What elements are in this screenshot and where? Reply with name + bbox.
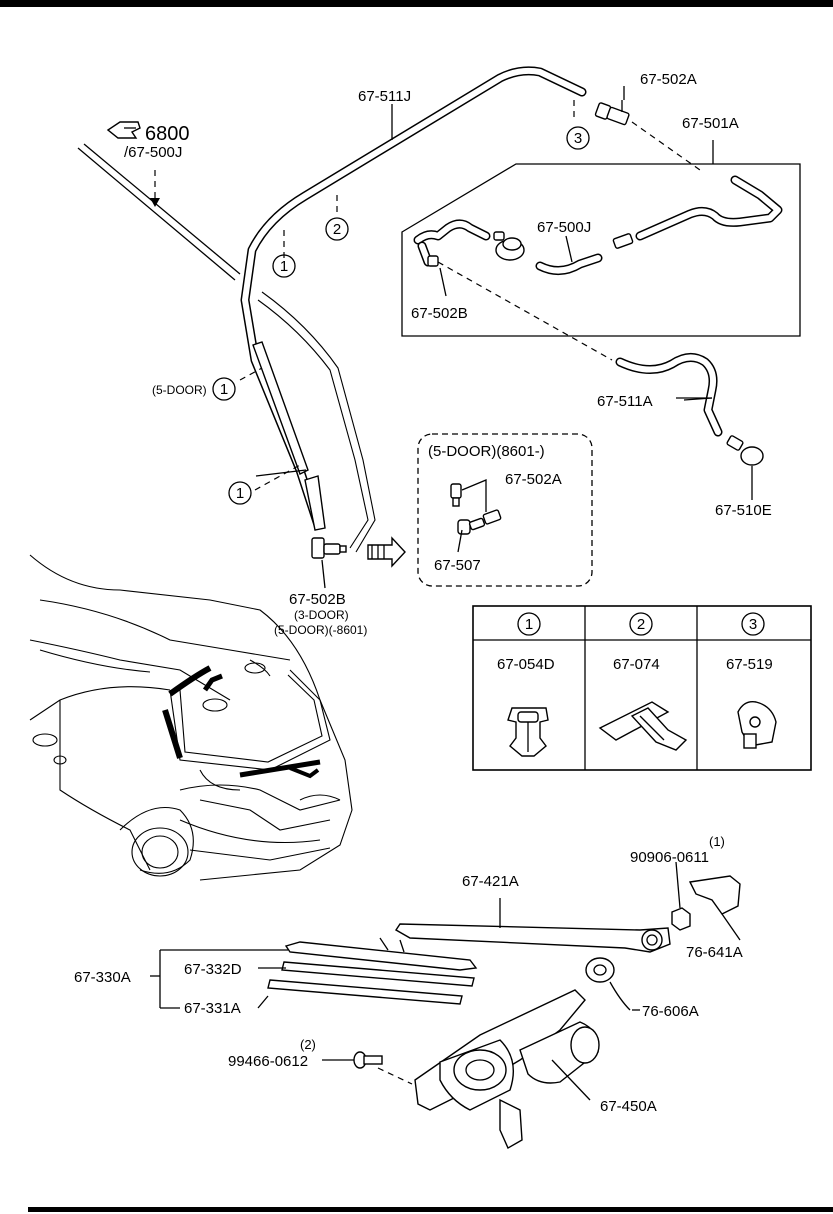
pointing-hand-icon <box>106 121 141 139</box>
washer-hose-glass <box>257 299 369 549</box>
clip-col-3-part: 67-519 <box>726 656 773 673</box>
wiper-cap <box>688 875 741 941</box>
pivot-seal <box>585 957 631 1011</box>
label-67-421A: 67-421A <box>462 873 519 890</box>
bottom-border <box>28 1207 833 1212</box>
label-76-606A: 76-606A <box>642 1003 699 1020</box>
arrow-to-inset <box>367 536 406 568</box>
wiper-arm <box>395 898 671 953</box>
washer-nozzle <box>726 435 764 500</box>
label-67-331A: 67-331A <box>184 1000 241 1017</box>
washer-hose-main <box>240 66 587 530</box>
inset-joint-label: 67-502A <box>505 471 562 488</box>
hose-assy-box <box>401 140 801 337</box>
wiper-nut <box>671 861 691 931</box>
clip-col-2-num: 2 <box>637 616 645 633</box>
inset-elbow-label: 67-507 <box>434 557 481 574</box>
label-67-510E: 67-510E <box>715 502 772 519</box>
label-90906-0611: 90906-0611 <box>630 849 709 866</box>
label-99466-0612: 99466-0612 <box>228 1053 308 1070</box>
label-67-511J: 67-511J <box>358 88 411 105</box>
wiper-motor <box>377 989 600 1149</box>
mounting-bolt <box>322 1051 383 1069</box>
label-3-door: (3-DOOR) <box>294 608 349 622</box>
top-border <box>0 0 833 7</box>
label-67-511A: 67-511A <box>597 393 653 410</box>
clip-col-2-part: 67-074 <box>613 656 660 673</box>
label-67-450A: 67-450A <box>600 1098 657 1115</box>
clip-col-3-num: 3 <box>749 616 757 633</box>
car-rear-view <box>29 554 353 881</box>
label-67-500J: 67-500J <box>537 219 591 236</box>
clip-table: 1 2 3 67-054D 67-074 67-519 <box>472 605 812 771</box>
ref-section: 6800 <box>145 123 190 145</box>
label-67-502A-top: 67-502A <box>640 71 697 88</box>
joint-67-502B-lower <box>311 537 347 559</box>
marker-1-top: 1 <box>280 258 288 275</box>
label-nut-qty: (1) <box>709 834 725 849</box>
clip-67-054D-icon <box>507 707 549 757</box>
wiper-blade <box>267 937 478 1005</box>
clip-67-074-icon <box>598 701 688 751</box>
label-67-502B-lower: 67-502B <box>289 591 346 608</box>
ref-part: /67-500J <box>124 144 182 161</box>
marker-3: 3 <box>574 130 582 147</box>
clip-col-1-part: 67-054D <box>497 656 555 673</box>
label-76-641A: 76-641A <box>686 944 743 961</box>
label-67-502B-box: 67-502B <box>411 305 468 322</box>
label-5-door: (5-DOOR) <box>152 383 207 397</box>
label-67-330A: 67-330A <box>74 969 131 986</box>
label-67-501A: 67-501A <box>682 115 739 132</box>
inset-5-door: (5-DOOR)(8601-) 67-502A 67-507 <box>417 433 593 587</box>
clip-col-1-num: 1 <box>525 616 533 633</box>
marker-1-mid: 1 <box>220 381 228 398</box>
inset-title: (5-DOOR)(8601-) <box>428 443 545 460</box>
label-5-door-range: (5-DOOR)(-8601) <box>274 623 367 637</box>
joint-67-502A-top <box>594 100 630 126</box>
label-bolt-qty: (2) <box>300 1037 316 1052</box>
marker-2: 2 <box>333 221 341 238</box>
label-67-332D: 67-332D <box>184 961 242 978</box>
clip-67-519-icon <box>737 701 777 749</box>
marker-1-low: 1 <box>236 485 244 502</box>
